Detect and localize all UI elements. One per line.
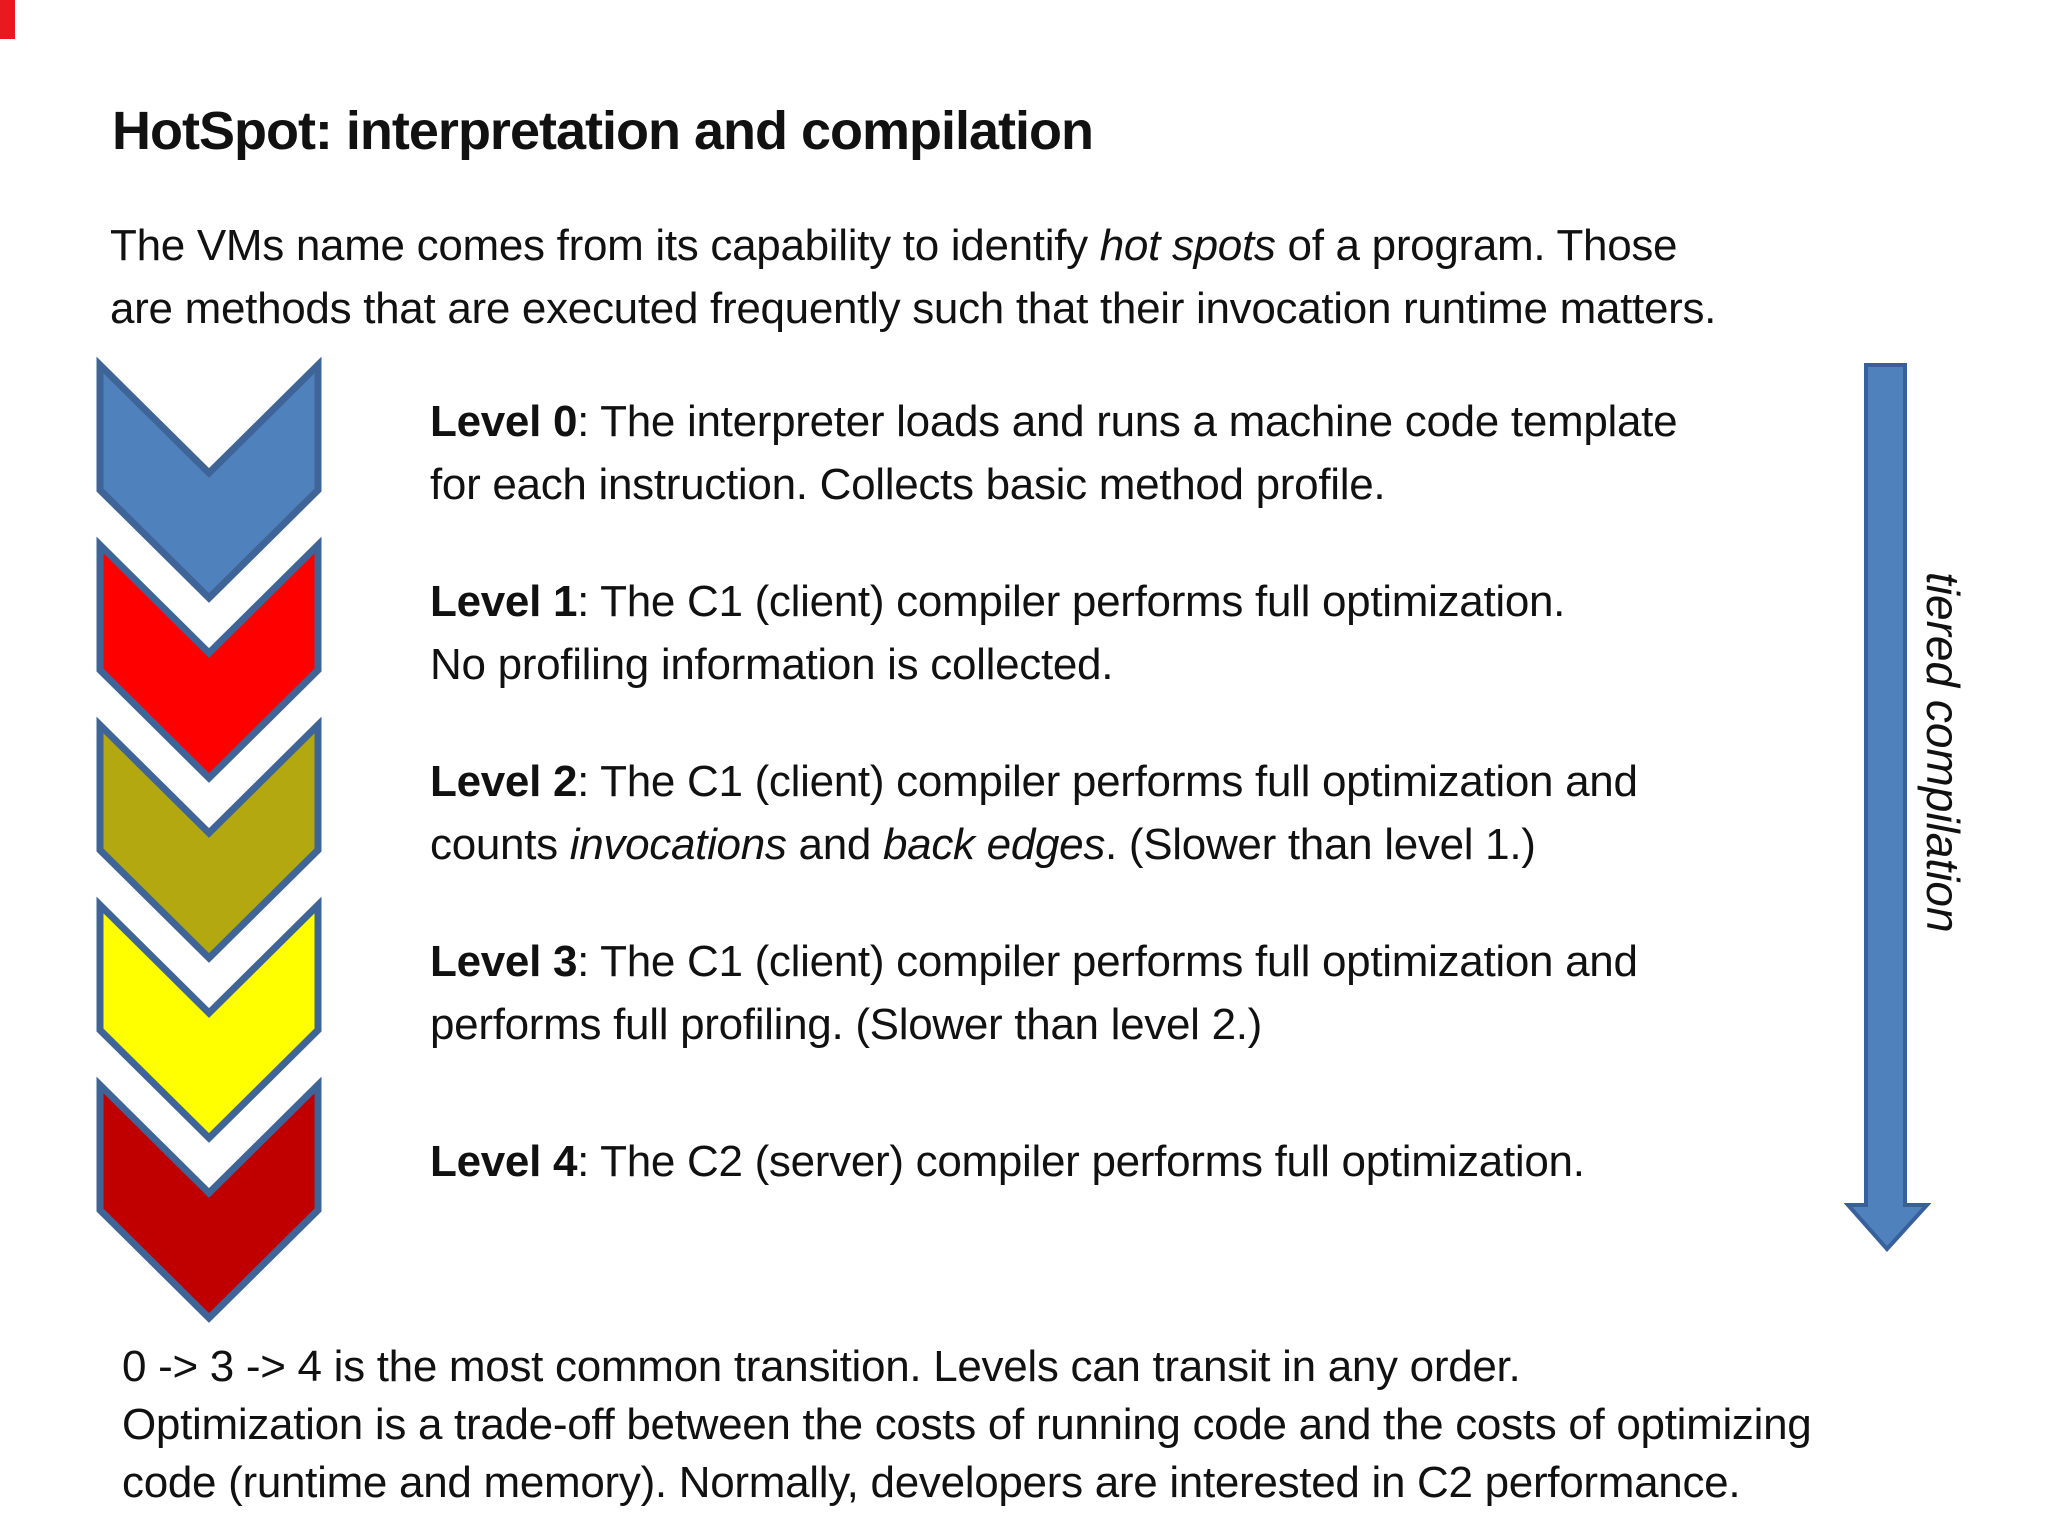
footer-paragraph: 0 -> 3 -> 4 is the most common transitio… (122, 1338, 1812, 1512)
chevron-down-icon (96, 536, 322, 783)
text-line: are methods that are executed frequently… (110, 284, 1717, 333)
chevron-down-icon (96, 1076, 322, 1323)
level-2-description: Level 2: The C1 (client) compiler perfor… (430, 750, 1850, 876)
tiered-compilation-label: tiered compilation (1917, 572, 1969, 933)
slide-title: HotSpot: interpretation and compilation (112, 101, 1094, 161)
text-line: Level 3: The C1 (client) compiler perfor… (430, 937, 1638, 986)
chevron-down-icon (96, 896, 322, 1143)
chevron-down-icon (96, 716, 322, 963)
text-line: The VMs name comes from its capability t… (110, 221, 1678, 270)
intro-paragraph: The VMs name comes from its capability t… (110, 214, 1716, 340)
text-line: Level 2: The C1 (client) compiler perfor… (430, 757, 1638, 806)
level-0-description: Level 0: The interpreter loads and runs … (430, 390, 1850, 516)
text-line: counts invocations and back edges. (Slow… (430, 820, 1536, 869)
level-3-description: Level 3: The C1 (client) compiler perfor… (430, 930, 1850, 1056)
level-1-description: Level 1: The C1 (client) compiler perfor… (430, 570, 1850, 696)
text-line: for each instruction. Collects basic met… (430, 460, 1386, 509)
text-line: No profiling information is collected. (430, 640, 1114, 689)
level-4-description: Level 4: The C2 (server) compiler perfor… (430, 1130, 1850, 1193)
text-line: Level 4: The C2 (server) compiler perfor… (430, 1137, 1585, 1186)
text-line: Optimization is a trade-off between the … (122, 1400, 1812, 1449)
chevron-down-icon (96, 356, 322, 603)
text-line: performs full profiling. (Slower than le… (430, 1000, 1263, 1049)
text-line: code (runtime and memory). Normally, dev… (122, 1458, 1741, 1507)
down-arrow-icon (1843, 363, 1932, 1252)
text-line: Level 0: The interpreter loads and runs … (430, 397, 1678, 446)
corner-mark (0, 0, 15, 39)
text-line: 0 -> 3 -> 4 is the most common transitio… (122, 1342, 1521, 1391)
text-line: Level 1: The C1 (client) compiler perfor… (430, 577, 1566, 626)
